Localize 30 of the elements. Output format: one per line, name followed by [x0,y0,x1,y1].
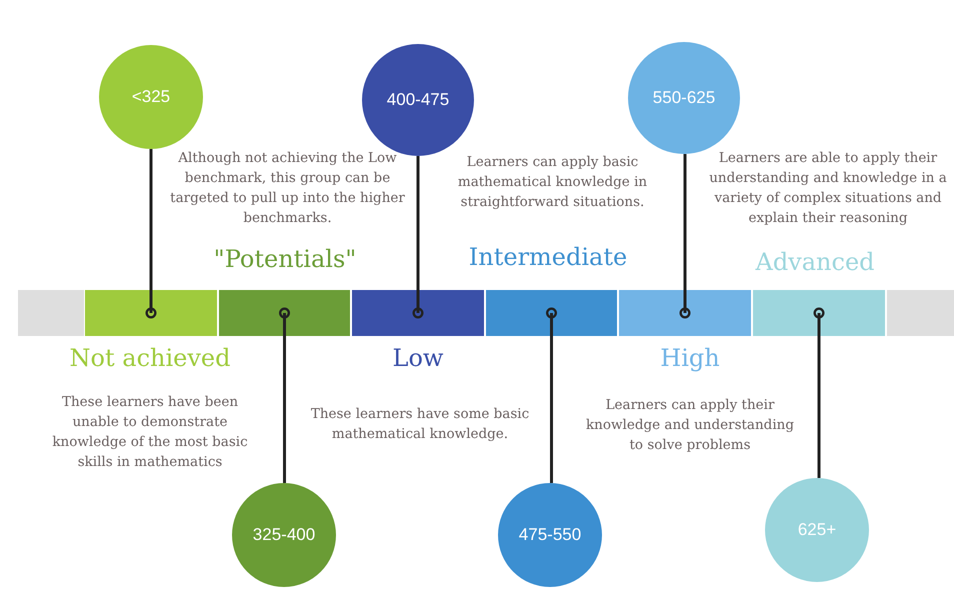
band-segment [486,290,617,336]
category-title: High [660,344,720,372]
score-range: 550-625 [652,88,716,108]
score-range: <325 [132,87,170,107]
category-title: Intermediate [468,243,628,271]
category-title: Advanced [755,248,875,276]
band-segment [219,290,350,336]
description-text: These learners have been unable to demonstrate knowledge of the most basic skills in mathematics [51,393,249,472]
description-text: Although not achieving the Low benchmark, this group can be targeted to pull up into the higher benchmarks. [169,149,406,228]
leader-line [546,308,557,483]
leader-line [680,154,690,318]
score-range: 475-550 [518,525,582,545]
band-segment [352,290,484,336]
category-title: "Potentials" [214,245,356,273]
score-range: 400-475 [386,90,450,110]
description-text: Learners are able to apply their understanding and knowledge in a variety of complex situations and explain their reasoning [708,149,948,228]
score-range: 625+ [798,520,836,540]
leader-line [412,156,424,318]
description-text: These learners have some basic mathematical knowledge. [310,405,530,444]
band-segment [619,290,751,336]
description-text: Learners can apply basic mathematical knowledge in straightforward situations. [456,153,648,212]
category-title: Not achieved [70,344,230,372]
score-range: 325-400 [252,525,316,545]
category-title: Low [392,344,444,372]
band-segment [753,290,885,336]
band-segment [85,290,217,336]
leader-line [146,149,156,318]
leader-line [814,308,824,478]
description-text: Learners can apply their knowledge and understanding to solve problems [585,396,795,455]
leader-line [279,308,290,483]
